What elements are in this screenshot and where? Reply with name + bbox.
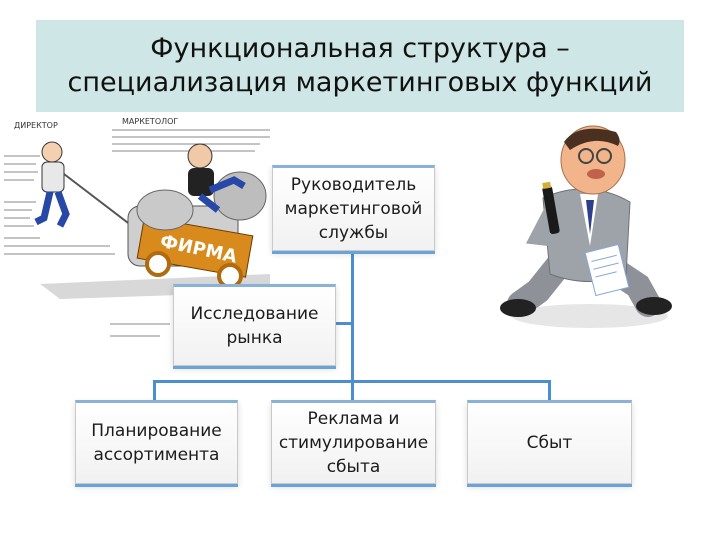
connector-to-sales: [548, 380, 551, 400]
businessman-figurine-illustration: [500, 125, 672, 328]
node-advertising-line-2: стимулирование: [278, 433, 429, 453]
title-line-2: специализация маркетинговых функций: [67, 67, 653, 98]
node-head-line-3: службы: [318, 223, 389, 243]
node-sales-line-1: Сбыт: [526, 433, 573, 453]
connector-to-assortment: [153, 380, 156, 400]
connector-to-advertising: [351, 380, 354, 400]
node-sales: Сбыт: [467, 400, 632, 484]
node-advertising-line-3: сбыта: [326, 457, 381, 477]
director-label: ДИРЕКТОР: [14, 121, 58, 130]
node-head-line-1: Руководитель: [290, 175, 417, 195]
slide-title: Функциональная структура – специализация…: [36, 20, 684, 112]
title-line-1: Функциональная структура –: [150, 33, 570, 64]
node-assortment-line-1: Планирование: [91, 421, 222, 441]
node-market-research: Исследование рынка: [173, 284, 336, 366]
connector-head-down: [351, 249, 354, 381]
marketer-label: МАРКЕТОЛОГ: [122, 117, 178, 126]
node-assortment-planning: Планирование ассортимента: [75, 400, 238, 484]
node-head-line-2: маркетинговой: [284, 199, 423, 219]
node-marketing-head: Руководитель маркетинговой службы: [272, 165, 435, 251]
node-assortment-line-2: ассортимента: [93, 445, 220, 465]
connector-research-link: [336, 322, 353, 325]
node-research-line-2: рынка: [226, 328, 283, 348]
node-advertising-promotion: Реклама и стимулирование сбыта: [271, 400, 436, 484]
node-advertising-line-1: Реклама и: [307, 409, 400, 429]
node-research-line-1: Исследование: [190, 304, 319, 324]
